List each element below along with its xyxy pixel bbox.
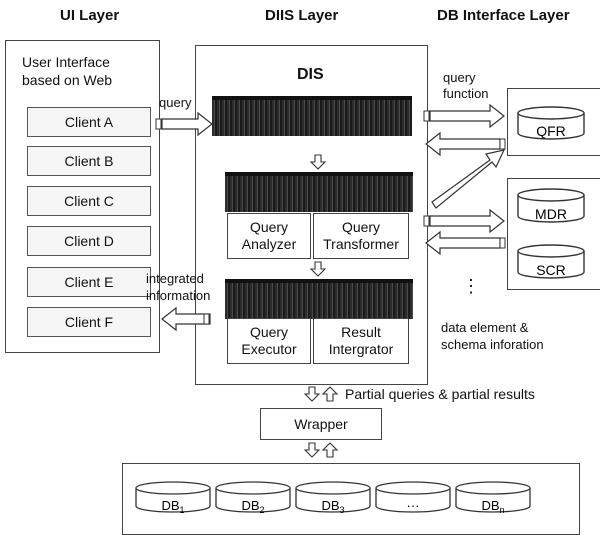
svg-text:DB2: DB2 xyxy=(241,498,264,515)
svg-text:DB1: DB1 xyxy=(161,498,184,515)
db2-cylinder: DB2 xyxy=(215,481,291,515)
qfr-request-arrow xyxy=(429,103,505,129)
mdr-label: MDR xyxy=(535,206,567,222)
client-c: Client C xyxy=(27,186,151,216)
diis-layer-title: DIIS Layer xyxy=(265,7,339,24)
qfr-label: QFR xyxy=(536,123,566,139)
db2-subscript: 2 xyxy=(260,505,265,515)
client-e: Client E xyxy=(27,267,151,297)
dbn-cylinder: DBn xyxy=(455,481,531,515)
query-analyzer-line2: Analyzer xyxy=(241,236,297,252)
client-b: Client B xyxy=(27,146,151,176)
query-executor-box: Query Executor xyxy=(227,318,311,364)
dbn-subscript: n xyxy=(500,505,505,515)
connector-square xyxy=(423,215,430,227)
query-arrow xyxy=(161,111,213,137)
down-arrow-3 xyxy=(303,386,321,402)
down-arrow-4 xyxy=(303,442,321,458)
connector-square xyxy=(499,138,506,150)
result-integrator-box: Result Intergrator xyxy=(313,318,409,364)
down-arrow-2 xyxy=(309,261,327,277)
integrated-information-label-line2: information xyxy=(146,288,211,303)
result-integrator-line1: Result xyxy=(341,324,381,340)
query-processing-module xyxy=(225,172,413,212)
db3-cylinder: DB3 xyxy=(295,481,371,515)
query-executor-line1: Query xyxy=(249,324,289,340)
scr-label: SCR xyxy=(536,262,566,278)
dbn-label: DB xyxy=(481,498,499,513)
partial-queries-label: Partial queries & partial results xyxy=(345,386,535,402)
query-transformer-box: Query Transformer xyxy=(313,213,409,259)
db1-cylinder: DB1 xyxy=(135,481,211,515)
wrapper-box: Wrapper xyxy=(260,408,382,440)
connector-square xyxy=(155,118,162,130)
query-transformer-line1: Query xyxy=(341,219,381,235)
qfr-response-arrow xyxy=(425,131,501,157)
db2-label: DB xyxy=(241,498,259,513)
connector-square xyxy=(499,237,506,249)
query-transformer-line2: Transformer xyxy=(323,236,399,252)
diagonal-arrow xyxy=(431,149,506,209)
connector-square xyxy=(423,110,430,122)
ui-layer-title: UI Layer xyxy=(60,7,120,24)
mdr-cylinder: MDR xyxy=(517,188,585,223)
vertical-ellipsis: ⋮ xyxy=(462,276,480,296)
data-element-label-line2: schema inforation xyxy=(441,337,544,352)
query-receiver-module xyxy=(212,96,412,136)
query-function-label-line2: function xyxy=(443,86,489,101)
query-analyzer-box: Query Analyzer xyxy=(227,213,311,259)
up-arrow-1 xyxy=(321,386,339,402)
client-a: Client A xyxy=(27,107,151,137)
db-interface-layer-title: DB Interface Layer xyxy=(437,7,570,24)
data-element-label-line1: data element & xyxy=(441,320,529,335)
ui-panel-title-line2: based on Web xyxy=(22,72,113,88)
mdr-request-arrow xyxy=(429,208,505,234)
db-ellipsis-cylinder: ··· xyxy=(375,481,451,513)
up-arrow-2 xyxy=(321,442,339,458)
query-executor-line2: Executor xyxy=(241,341,297,357)
query-execution-module xyxy=(225,279,413,319)
result-integrator-line2: Intergrator xyxy=(328,341,394,357)
client-d: Client D xyxy=(27,226,151,256)
down-arrow-1 xyxy=(309,154,327,170)
db1-label: DB xyxy=(161,498,179,513)
mdr-response-arrow xyxy=(425,230,501,256)
dis-title: DIS xyxy=(297,66,324,83)
db-ellipsis-label: ··· xyxy=(407,498,420,513)
scr-cylinder: SCR xyxy=(517,244,585,279)
client-f: Client F xyxy=(27,307,151,337)
connector-square xyxy=(203,313,210,325)
integrated-information-arrow xyxy=(161,306,211,332)
integrated-information-label-line1: integrated xyxy=(146,271,204,286)
query-function-label-line1: query xyxy=(443,70,476,85)
qfr-cylinder: QFR xyxy=(517,106,585,140)
svg-text:DBn: DBn xyxy=(481,498,504,515)
query-label: query xyxy=(159,95,192,110)
db3-subscript: 3 xyxy=(340,505,345,515)
db1-subscript: 1 xyxy=(180,505,185,515)
query-analyzer-line1: Query xyxy=(249,219,289,235)
ui-panel-title-line1: User Interface xyxy=(22,54,110,70)
db3-label: DB xyxy=(321,498,339,513)
svg-text:DB3: DB3 xyxy=(321,498,344,515)
